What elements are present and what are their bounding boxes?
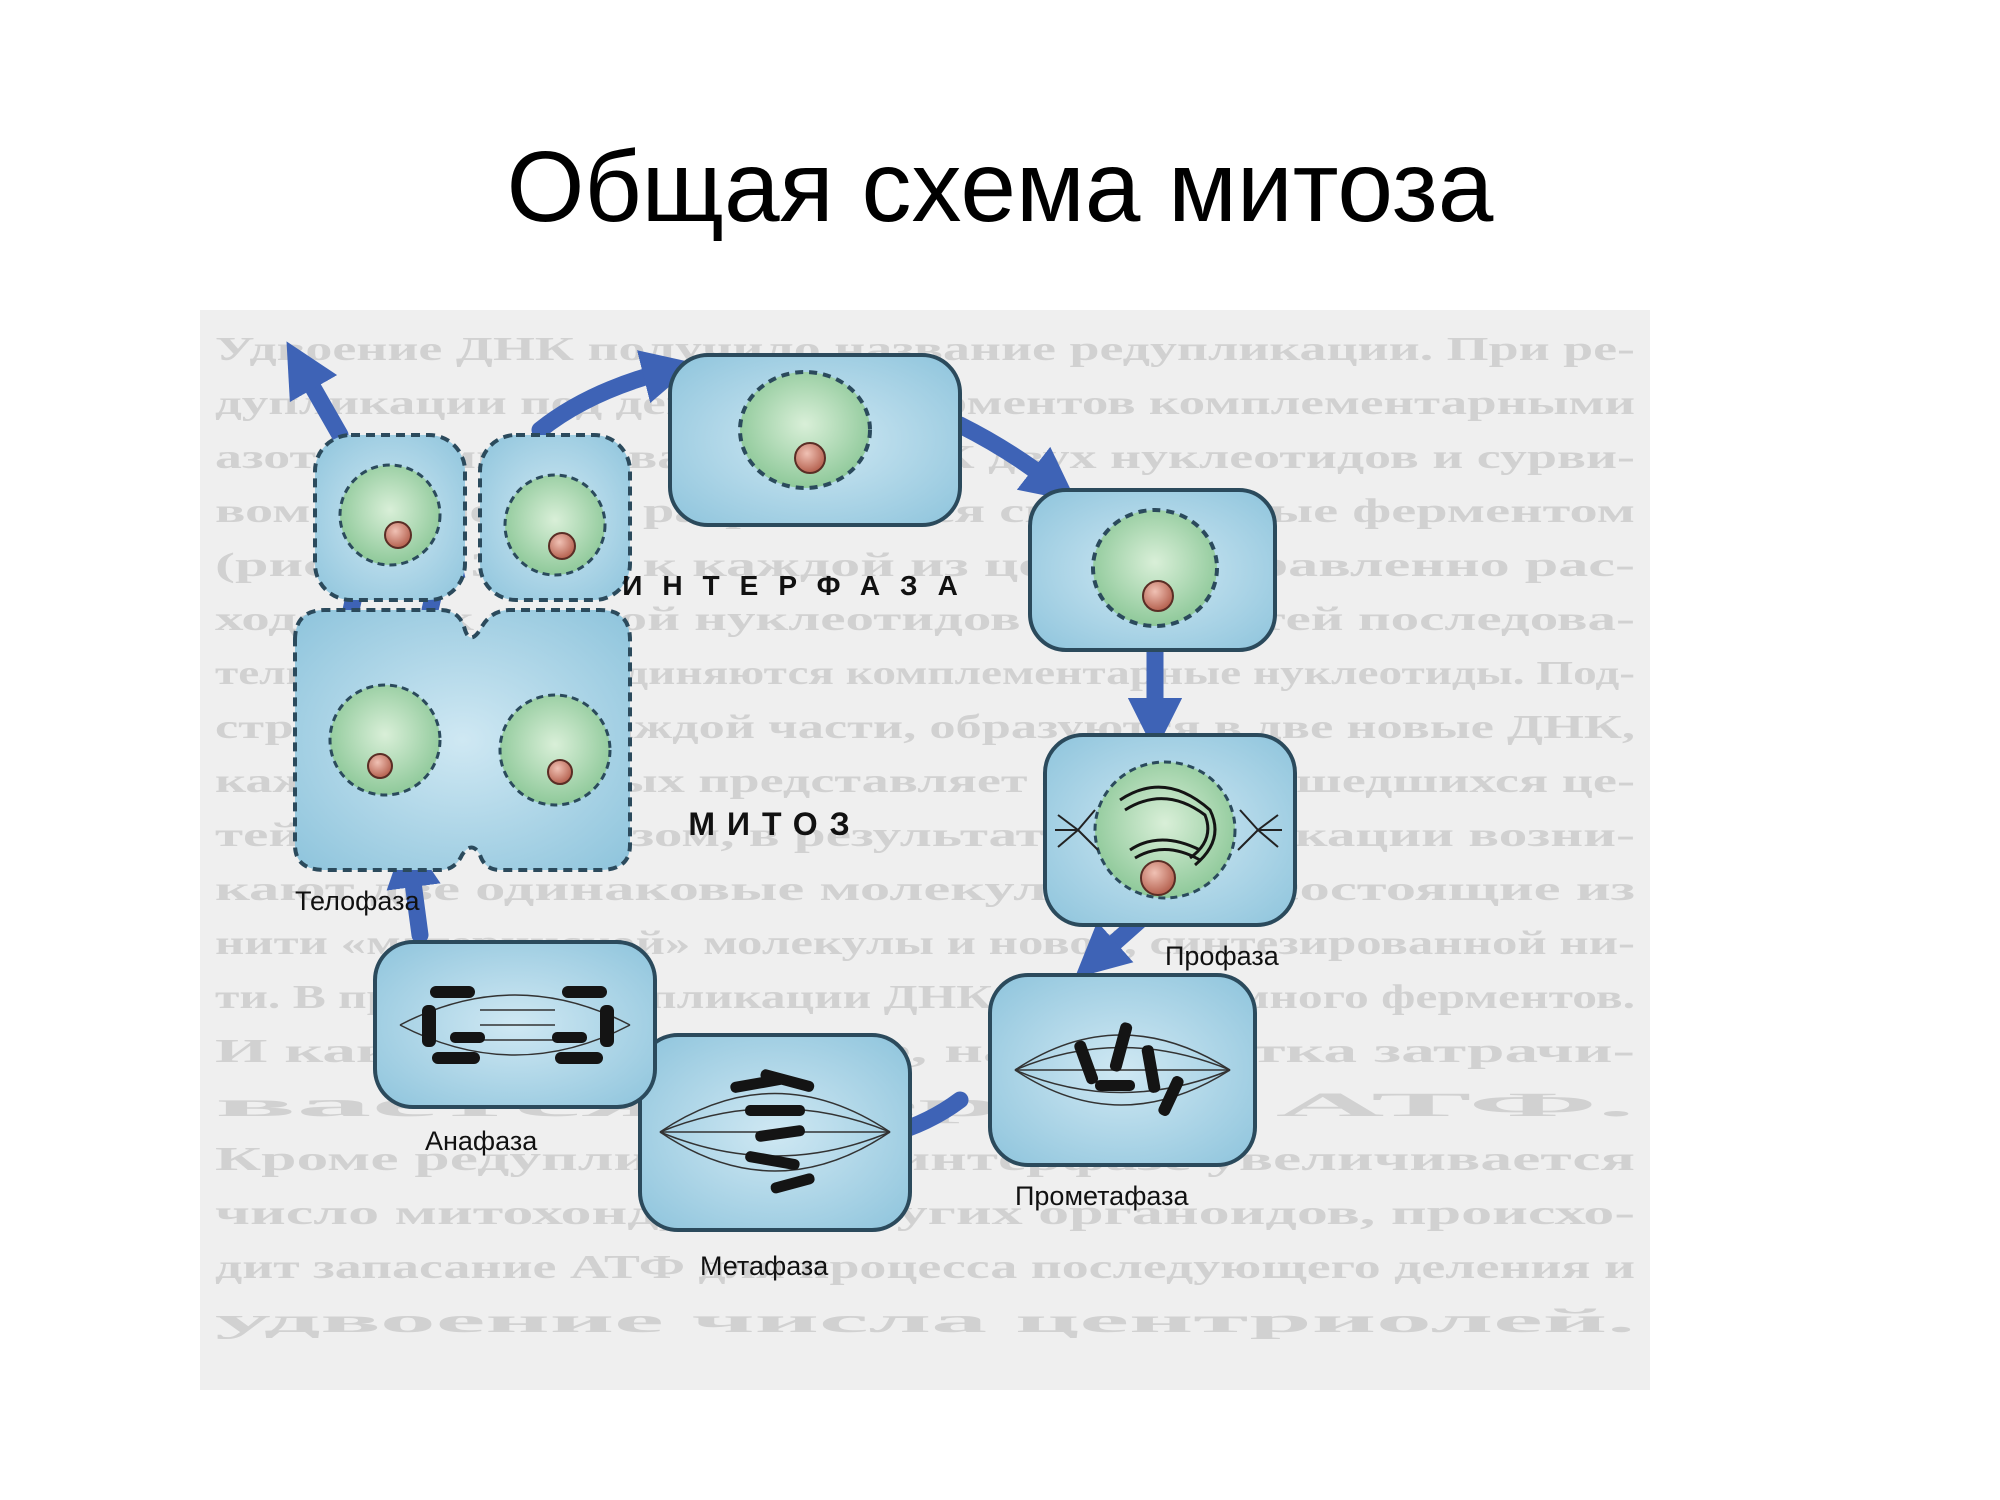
interphase-label: ИНТЕРФАЗА [622,570,978,601]
nucleus [328,683,442,797]
centrosome-right [1237,809,1282,851]
metaphase-label: Метафаза [700,1251,829,1281]
background-text-line: дит запасание АТФ для процесса последующ… [215,1249,1635,1286]
anaphase-label: Анафаза [425,1126,538,1156]
separating-chromatids-left [422,986,485,1064]
daughter-cell-right [478,433,632,602]
condensing-chromosomes [1119,785,1217,867]
arrow-right-cell-to-interphase [531,350,697,439]
arrow-anaphase-to-telophase [386,833,441,944]
daughter-cell-left [313,433,467,602]
nucleus [738,370,872,490]
centrosome-left [1055,809,1099,851]
slide-title: Общая схема митоза [506,131,1494,243]
nucleolus [367,753,393,779]
g2-cell [1028,488,1277,652]
background-text-line: Кроме редупликации в интерфазе увеличива… [215,1141,1635,1178]
nucleolus [547,759,573,785]
nucleolus [1140,860,1176,896]
prophase-cell [1043,733,1297,927]
nucleolus [794,442,826,474]
nucleus [338,463,442,567]
telophase-cell [293,608,632,872]
arrow-left-cell-up [286,341,349,444]
nucleolus [384,521,412,549]
anaphase-cell [373,940,657,1109]
background-text-line: кают две одинаковые молекулы ДНК, состоя… [215,871,1635,908]
chromosomes [1074,1022,1184,1116]
mitosis-diagram: Удвоение ДНК получило название редуплика… [200,310,1650,1390]
nucleus [503,473,607,577]
prometaphase-cell [988,973,1257,1167]
arrow-interphase-to-g2 [951,416,1077,502]
background-text-line: число митохондрий и других органоидов, п… [215,1195,1635,1232]
interphase-cell [668,353,962,527]
nucleus [498,693,612,807]
background-text-line: удвоение числа центриолей. [215,1303,1635,1340]
metaphase-cell [638,1033,912,1232]
mitosis-label: МИТОЗ [688,806,861,842]
telophase-label: Телофаза [295,886,420,916]
nucleolus [1142,580,1174,612]
chromosomes-on-plate [730,1069,815,1194]
nucleus [1093,760,1237,900]
prometaphase-label: Прометафаза [1015,1181,1190,1211]
nucleolus [548,532,576,560]
prophase-label: Профаза [1165,941,1280,971]
nucleus [1091,508,1219,628]
separating-chromatids-right [552,986,614,1064]
